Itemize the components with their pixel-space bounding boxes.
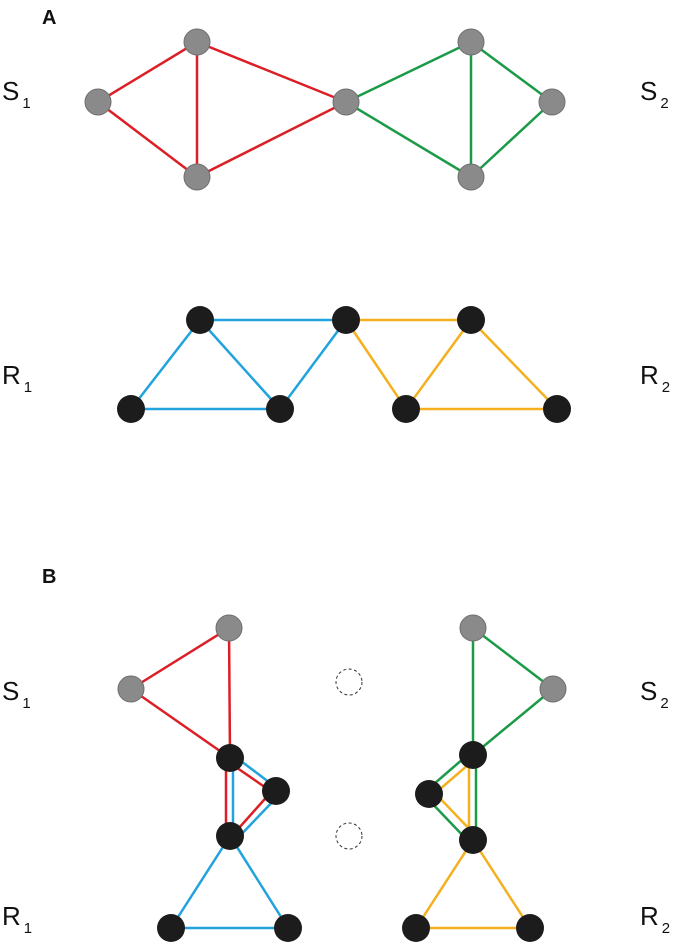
node	[215, 614, 243, 642]
panel-b: B	[2, 566, 670, 942]
node	[274, 914, 302, 942]
edge	[129, 687, 232, 760]
node	[262, 777, 290, 805]
edge	[195, 100, 348, 179]
edge	[96, 40, 199, 104]
node	[459, 614, 487, 642]
edge	[278, 318, 348, 411]
panel-a-r2-edges	[344, 318, 559, 411]
node	[186, 306, 214, 334]
panel-a-letter: A	[42, 7, 56, 29]
edge	[228, 834, 290, 930]
edge	[195, 40, 348, 104]
edge	[469, 318, 559, 411]
node	[84, 88, 112, 116]
node	[457, 163, 485, 191]
panel-b-left-nodes	[117, 614, 302, 942]
ghost-node	[335, 668, 363, 696]
edge	[129, 318, 202, 411]
node	[459, 826, 487, 854]
edge	[414, 838, 475, 930]
node	[117, 395, 145, 423]
node	[459, 741, 487, 769]
node	[332, 306, 360, 334]
edge	[471, 626, 555, 691]
panel-a-s2-edges	[344, 40, 554, 179]
node	[539, 675, 567, 703]
node	[216, 744, 244, 772]
node	[516, 914, 544, 942]
panel-a-r1-edges	[129, 318, 348, 411]
node	[183, 28, 211, 56]
node	[402, 914, 430, 942]
edge	[344, 100, 473, 179]
node	[538, 88, 566, 116]
node	[457, 28, 485, 56]
ghost-node	[335, 822, 363, 850]
panel-b-letter: B	[42, 566, 56, 588]
edge	[227, 626, 232, 760]
edge	[96, 100, 199, 179]
panel-b-right-nodes	[402, 614, 567, 942]
panel-b-left-edges	[129, 626, 290, 930]
panel-a-s-nodes	[84, 28, 566, 191]
edge	[129, 626, 231, 691]
edge	[471, 687, 555, 757]
panel-a-r-nodes	[117, 306, 571, 423]
panel-a-s1-edges	[96, 40, 348, 179]
edge	[404, 318, 473, 411]
edge	[198, 318, 282, 411]
node	[392, 395, 420, 423]
node	[117, 675, 145, 703]
node	[157, 914, 185, 942]
node	[216, 822, 244, 850]
node	[332, 88, 360, 116]
edge	[469, 40, 554, 104]
node	[266, 395, 294, 423]
edge	[471, 838, 532, 930]
edge	[469, 100, 554, 179]
panel-a: A	[2, 7, 670, 423]
node	[457, 306, 485, 334]
panel-b-right-edges	[414, 626, 555, 930]
node	[543, 395, 571, 423]
edge	[344, 318, 408, 411]
edge	[344, 40, 473, 104]
edge	[169, 834, 232, 930]
node	[415, 780, 443, 808]
node	[183, 163, 211, 191]
